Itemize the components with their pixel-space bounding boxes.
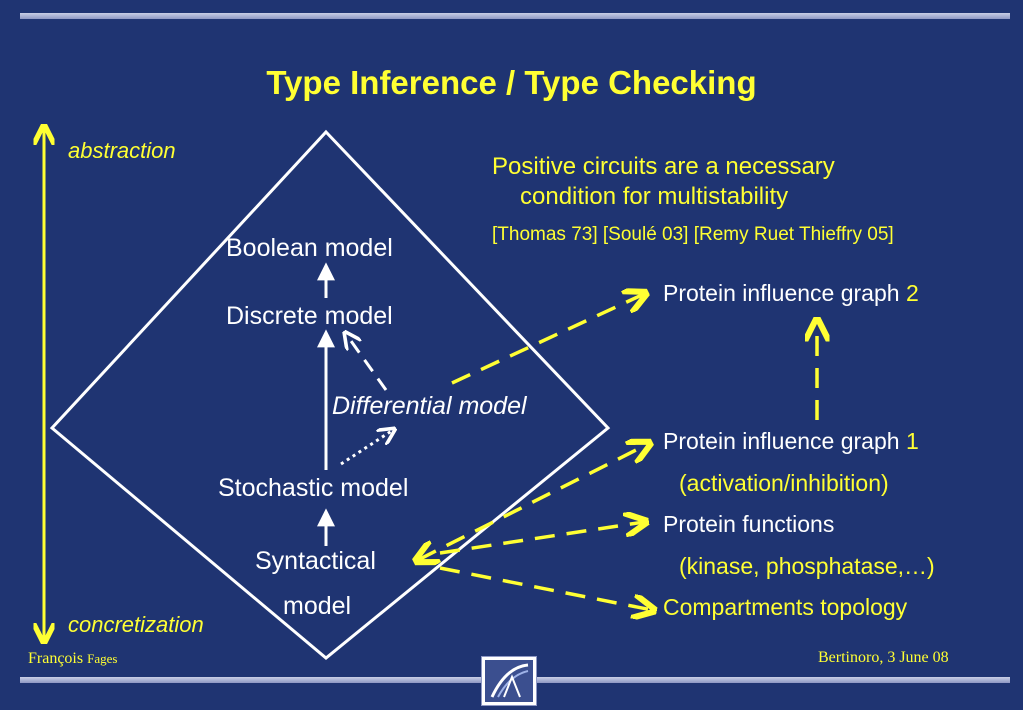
arrow-syntactical-to-functions (439, 522, 644, 555)
protein-functions-label: Protein functions (663, 511, 835, 537)
protein-graph1-label: Protein influence graph 1 (663, 428, 919, 455)
footer-author-first: François (28, 650, 84, 667)
stochastic-model-label: Stochastic model (218, 474, 409, 502)
note-references: [Thomas 73] [Soulé 03] [Remy Ruet Thieff… (492, 224, 894, 245)
protein-graph2-number: 2 (905, 280, 919, 306)
note-line2: condition for multistability (520, 183, 789, 210)
slide-title: Type Inference / Type Checking (266, 64, 757, 101)
compartments-topology-label: Compartments topology (663, 594, 908, 620)
syntactical-model-label-line1: Syntactical (255, 547, 376, 575)
footer-author: François Fages (28, 650, 117, 668)
kinase-phosphatase-label: (kinase, phosphatase,…) (679, 553, 935, 579)
syntactical-model-label-line2: model (283, 592, 352, 620)
inria-logo-icon (481, 656, 537, 706)
footer-venue: Bertinoro, 3 June 08 (818, 649, 949, 666)
arrow-syntactical-to-compartments (439, 566, 652, 610)
arrow-differential-to-discrete (346, 334, 388, 391)
protein-graph1-number: 1 (905, 428, 919, 454)
activation-inhibition-label: (activation/inhibition) (679, 470, 889, 496)
top-bar (20, 13, 1010, 19)
model-diamond (49, 129, 611, 660)
arrow-syntactical-to-graph1 (418, 444, 648, 560)
arrow-stochastic-to-differential (340, 430, 393, 466)
arrow-differential-to-graph2 (451, 294, 644, 385)
protein-graph2-text: Protein influence graph (663, 280, 906, 306)
differential-model-label: Differential model (332, 392, 527, 420)
concretization-label: concretization (68, 612, 204, 637)
protein-graph1-text: Protein influence graph (663, 428, 906, 454)
note-line1: Positive circuits are a necessary (492, 153, 835, 180)
protein-graph2-label: Protein influence graph 2 (663, 280, 919, 307)
discrete-model-label: Discrete model (226, 302, 393, 330)
boolean-model-label: Boolean model (226, 234, 393, 262)
abstraction-label: abstraction (68, 138, 176, 163)
footer-author-last: Fages (87, 651, 118, 666)
